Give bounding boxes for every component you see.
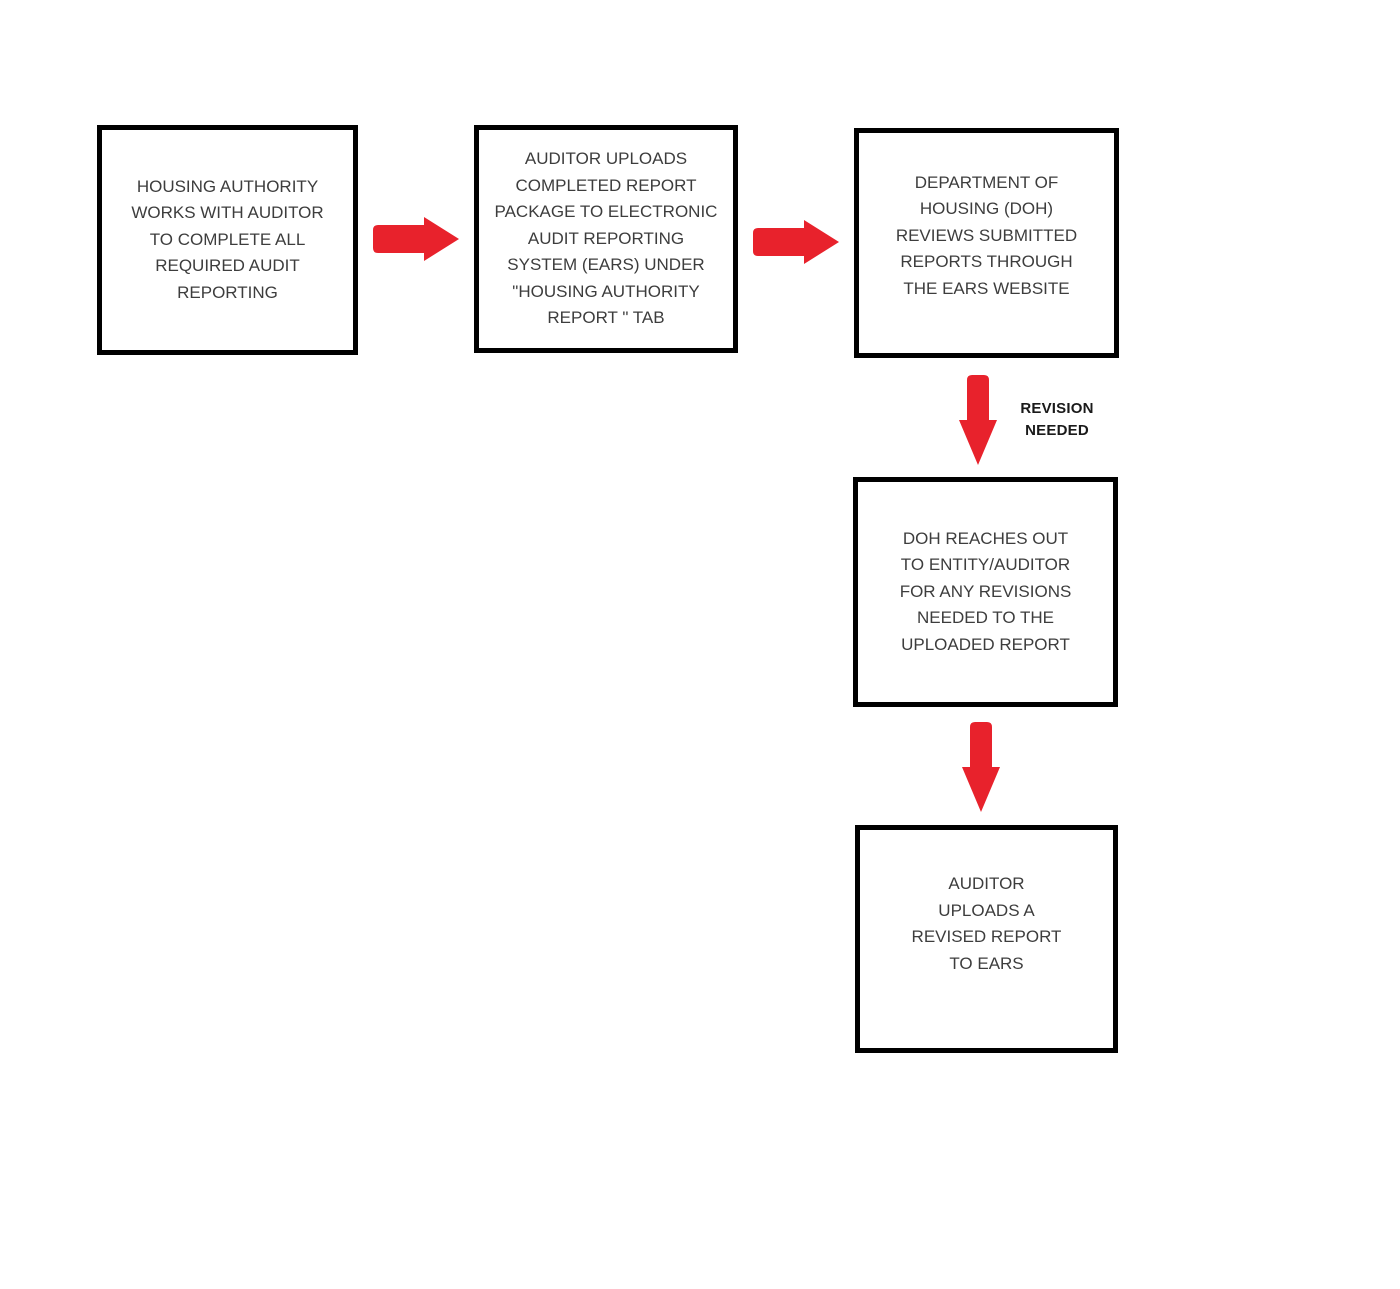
revision-needed-label: REVISION NEEDED (1020, 400, 1094, 439)
flow-step-complete-audit-reporting: HOUSING AUTHORITY WORKS WITH AUDITOR TO … (97, 125, 358, 355)
arrow-down-icon (962, 722, 1000, 812)
arrow-right-icon (753, 220, 839, 264)
flow-step-auditor-uploads-report-package: AUDITOR UPLOADS COMPLETED REPORT PACKAGE… (474, 125, 738, 353)
arrow-down-icon (959, 375, 997, 465)
flow-step-doh-requests-revisions: DOH REACHES OUT TO ENTITY/AUDITOR FOR AN… (853, 477, 1118, 707)
flow-step-doh-reviews-reports: DEPARTMENT OF HOUSING (DOH) REVIEWS SUBM… (854, 128, 1119, 358)
arrow-right-icon (373, 217, 459, 261)
flow-step-auditor-uploads-revised-report: AUDITOR UPLOADS A REVISED REPORT TO EARS (855, 825, 1118, 1053)
